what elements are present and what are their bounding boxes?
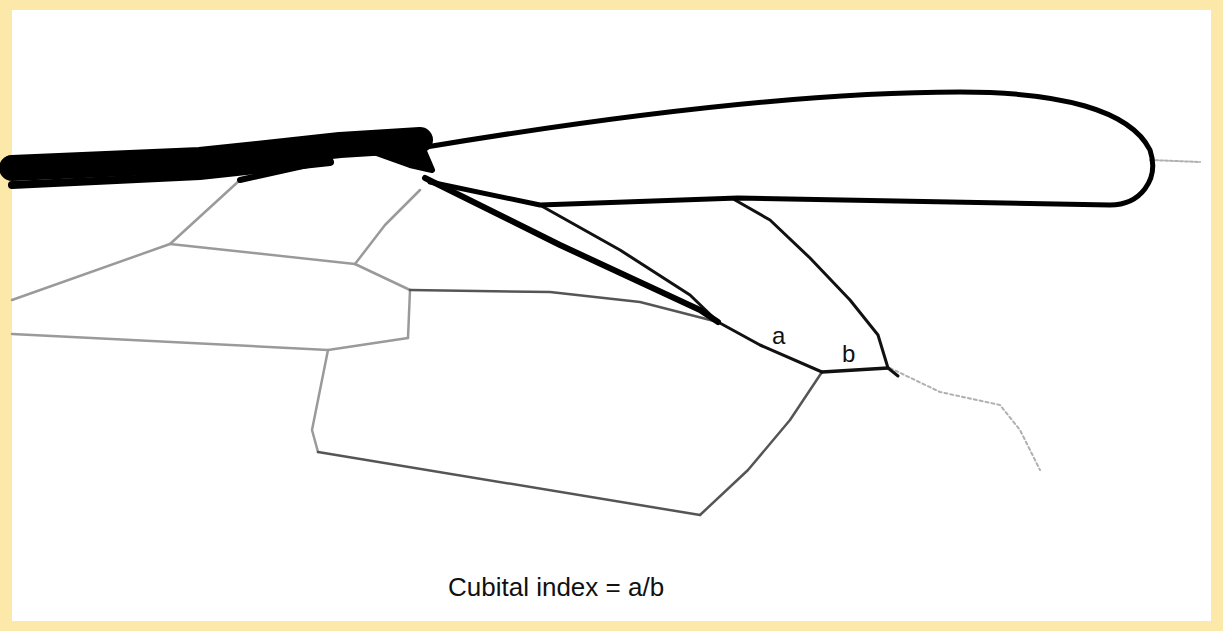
- segment-label: b: [842, 342, 855, 366]
- figure-caption: Cubital index = a/b: [448, 574, 664, 600]
- white-ground: [12, 10, 1211, 621]
- segment-label: a: [772, 324, 785, 348]
